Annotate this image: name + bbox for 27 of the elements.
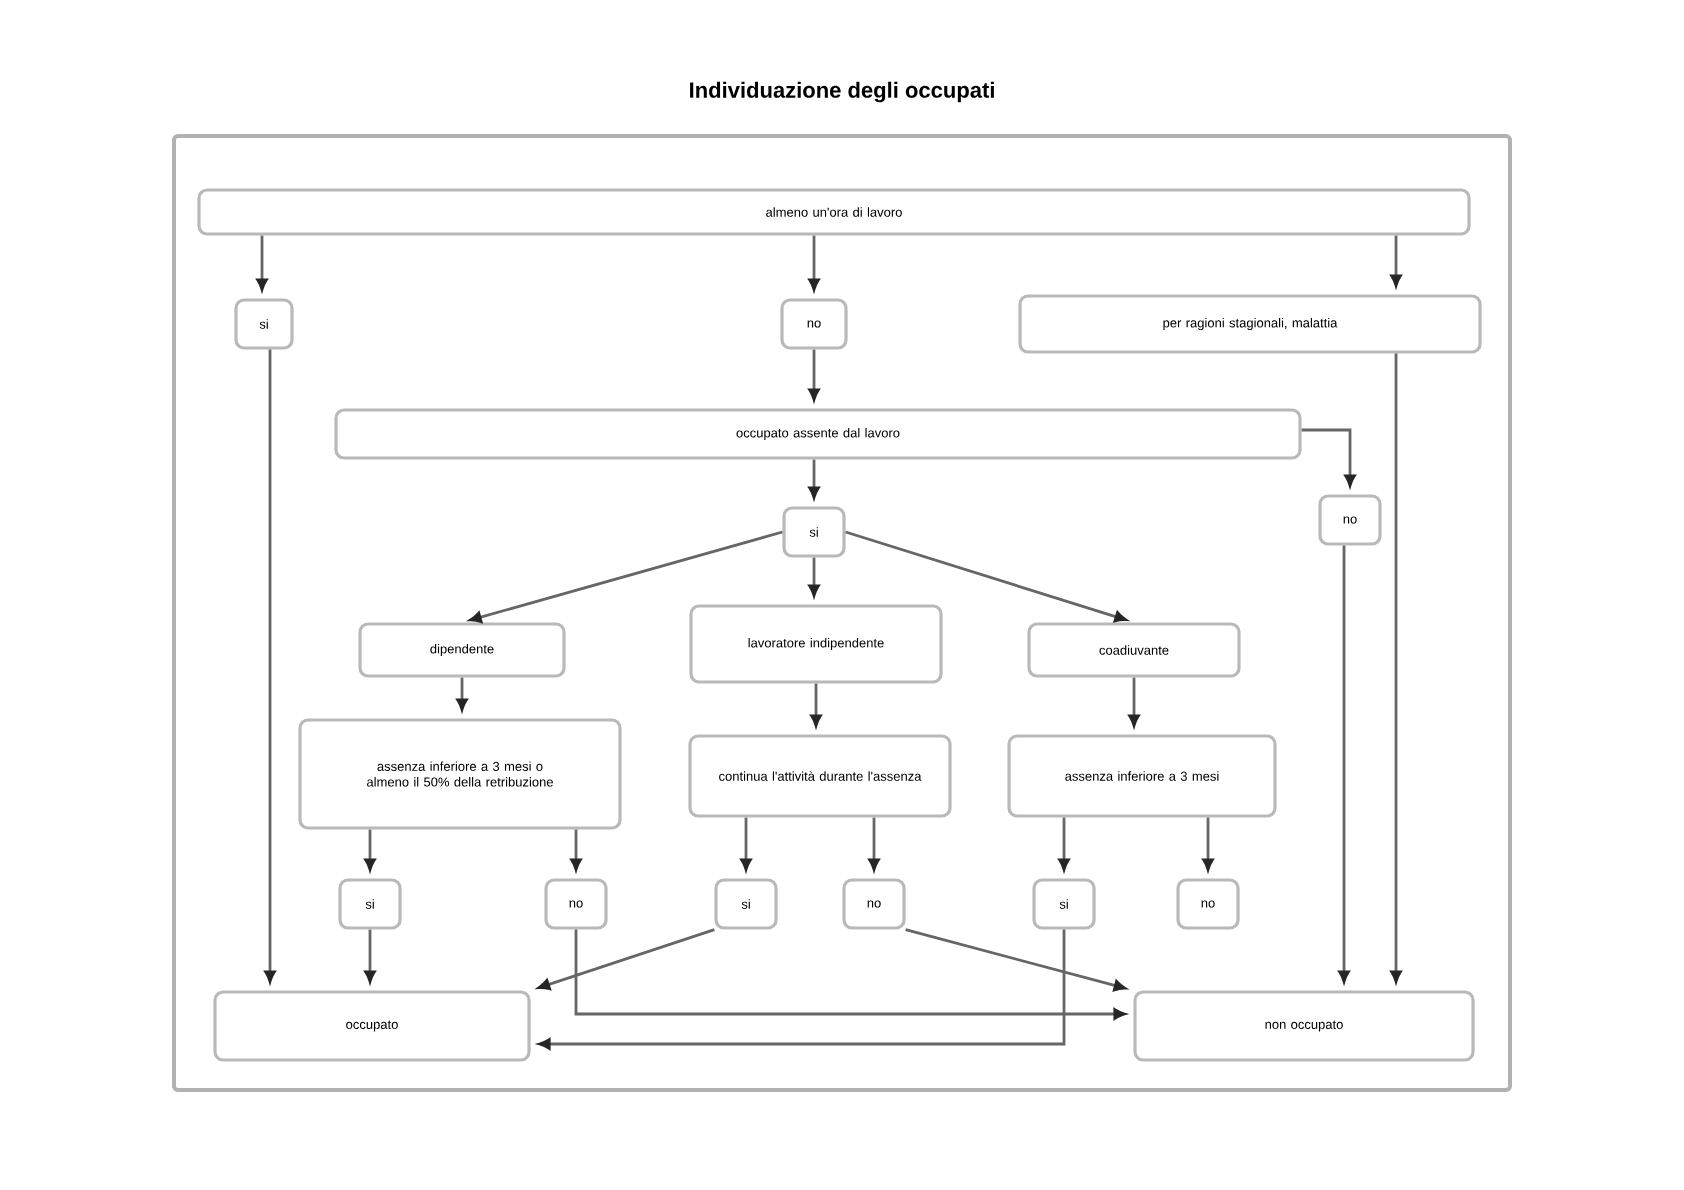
arrow — [808, 459, 820, 499]
arrow — [538, 929, 1066, 1050]
arrow — [364, 829, 376, 871]
arrow — [905, 928, 1127, 992]
arrow — [1390, 353, 1402, 983]
title: Individuazione degli occupati — [690, 81, 994, 103]
arrow — [469, 530, 783, 623]
arrow — [1202, 817, 1214, 871]
arrow — [740, 817, 752, 871]
arrow — [570, 829, 582, 871]
arrow — [456, 677, 468, 711]
arrow — [1390, 235, 1402, 287]
arrow — [264, 349, 276, 983]
arrow — [537, 928, 715, 991]
arrow — [1301, 428, 1356, 487]
arrow — [810, 683, 822, 727]
arrow — [1058, 817, 1070, 871]
arrow — [256, 235, 268, 291]
arrow — [808, 557, 820, 597]
arrow — [868, 817, 880, 871]
arrow — [364, 929, 376, 983]
arrow — [574, 929, 1126, 1020]
arrow — [845, 530, 1127, 623]
arrow — [1128, 677, 1140, 727]
arrow — [808, 349, 820, 401]
arrow — [808, 235, 820, 291]
arrow — [1338, 545, 1350, 983]
